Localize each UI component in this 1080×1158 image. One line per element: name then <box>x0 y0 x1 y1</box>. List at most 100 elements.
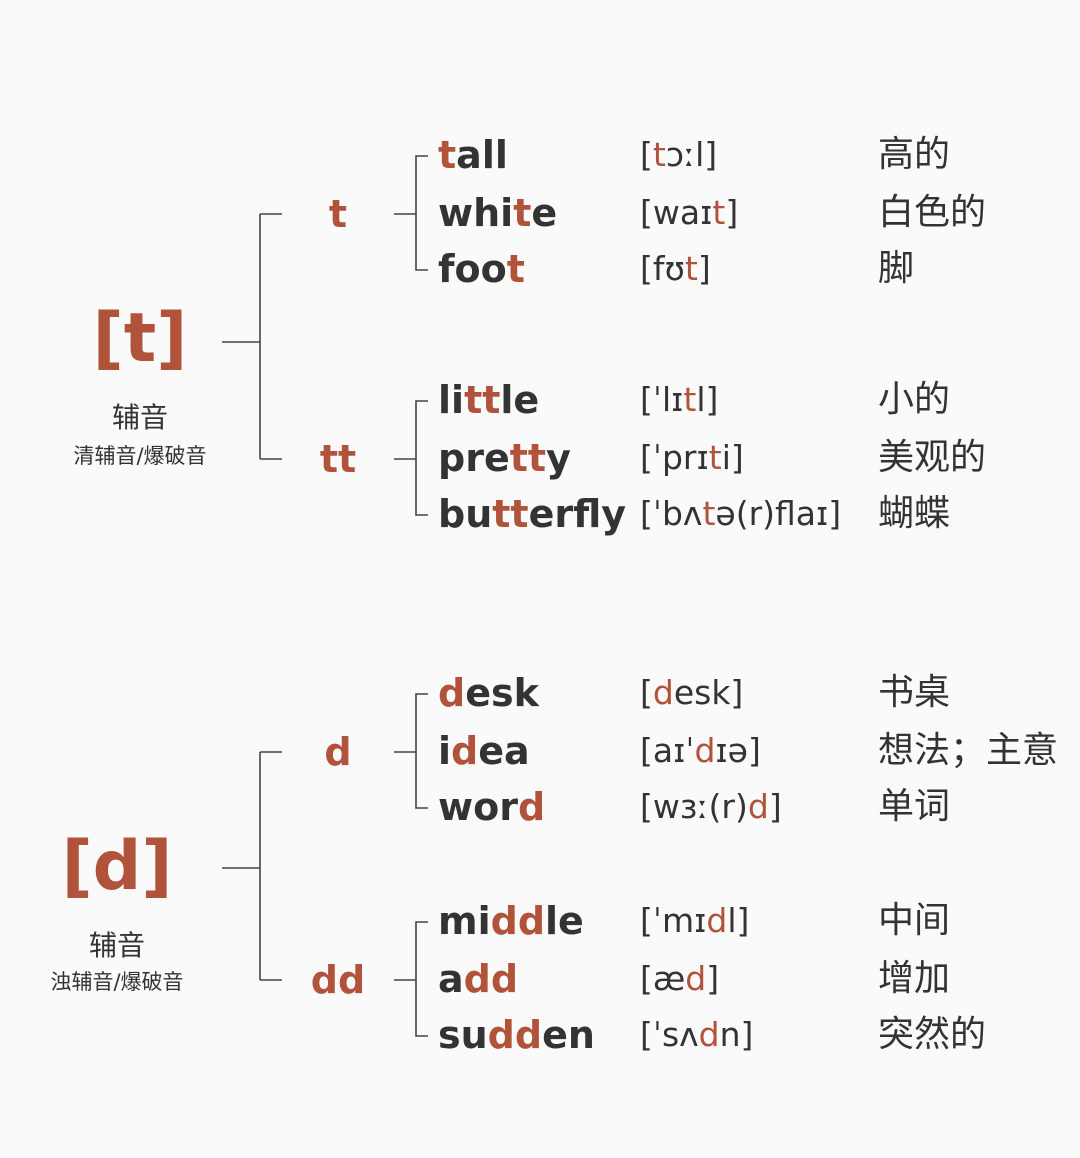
word-bracket-t-1 <box>415 400 428 516</box>
ipa-segment: [ <box>640 135 653 174</box>
word-bracket-t-0 <box>415 155 428 271</box>
example-word-segment: mi <box>438 899 491 943</box>
ipa-segment: d <box>694 731 716 770</box>
ipa-segment: ɪə] <box>715 731 761 770</box>
example-word: little <box>438 381 539 419</box>
example-word-segment: whi <box>438 191 514 235</box>
ipa-transcription: [aɪˈdɪə] <box>640 734 761 767</box>
ipa-segment: d <box>652 673 674 712</box>
example-word-segment: dd <box>463 957 519 1001</box>
ipa-segment: esk] <box>673 673 744 712</box>
word-bracket-d-1 <box>415 921 428 1037</box>
phoneme-t-subtype: 清辅音/爆破音 <box>73 444 207 468</box>
ipa-segment: [ˈsʌ <box>640 1015 699 1054</box>
ipa-segment: ] <box>725 193 739 232</box>
example-word-segment: tt <box>464 378 501 422</box>
example-word-segment: bu <box>438 492 493 536</box>
ipa-segment: ɔːl] <box>665 135 718 174</box>
example-word: desk <box>438 674 539 712</box>
spelling-label: t <box>328 192 348 236</box>
phoneme-d-label: [d] <box>61 827 173 906</box>
word-meaning: 突然的 <box>878 1014 987 1055</box>
word-bracket-d-0 <box>415 693 428 809</box>
ipa-segment: d <box>698 1015 720 1054</box>
example-word-segment: pre <box>438 436 510 480</box>
phoneme-t-type: 辅音 <box>111 401 168 434</box>
ipa-segment: l] <box>696 380 719 419</box>
ipa-segment: l] <box>727 901 750 940</box>
example-word: pretty <box>438 439 571 477</box>
example-word: word <box>438 788 545 826</box>
ipa-segment: n] <box>719 1015 754 1054</box>
example-word-segment: i <box>438 729 452 773</box>
ipa-segment: ə(r)flaɪ] <box>715 494 842 533</box>
word-meaning: 书桌 <box>878 672 951 713</box>
ipa-segment: ] <box>697 249 711 288</box>
ipa-segment: d <box>706 901 728 940</box>
ipa-segment: [aɪˈ <box>640 731 695 770</box>
example-word: tall <box>438 136 508 174</box>
ipa-segment: [ <box>640 673 653 712</box>
example-word-segment: t <box>506 247 525 291</box>
example-word-segment: le <box>545 899 584 943</box>
ipa-segment: i] <box>721 438 744 477</box>
ipa-transcription: [ˈsʌdn] <box>640 1018 753 1051</box>
ipa-segment: ] <box>768 787 782 826</box>
word-meaning: 中间 <box>878 900 951 941</box>
example-word: sudden <box>438 1016 595 1054</box>
word-meaning: 蝴蝶 <box>878 493 951 534</box>
word-meaning: 单词 <box>878 786 951 827</box>
example-word-segment: y <box>546 436 571 480</box>
ipa-segment: [ˈbʌ <box>640 494 703 533</box>
example-word-segment: e <box>531 191 558 235</box>
example-word: middle <box>438 902 584 940</box>
ipa-segment: d <box>747 787 769 826</box>
ipa-segment: [æ <box>640 959 686 998</box>
phoneme-t-label: [t] <box>92 299 188 378</box>
ipa-segment: t <box>684 249 698 288</box>
example-word: white <box>438 194 557 232</box>
word-meaning: 小的 <box>878 379 951 420</box>
example-word: idea <box>438 732 530 770</box>
ipa-segment: [ˈmɪ <box>640 901 707 940</box>
word-meaning: 增加 <box>878 958 951 999</box>
word-meaning: 高的 <box>878 134 951 175</box>
example-word-segment: erfly <box>528 492 627 536</box>
example-word-segment: foo <box>438 247 507 291</box>
example-word-segment: t <box>438 133 457 177</box>
example-word-segment: d <box>451 729 479 773</box>
ipa-segment: [ˈprɪ <box>640 438 709 477</box>
example-word-segment: ea <box>478 729 530 773</box>
ipa-segment: [waɪ <box>640 193 713 232</box>
spelling-label: dd <box>310 958 366 1002</box>
ipa-segment: [fʊ <box>640 249 685 288</box>
example-word: foot <box>438 250 525 288</box>
ipa-transcription: [waɪt] <box>640 196 738 229</box>
example-word-segment: dd <box>490 899 546 943</box>
example-word-segment: d <box>517 785 546 829</box>
example-word-segment: t <box>513 191 532 235</box>
spelling-label: d <box>324 730 352 774</box>
example-word-segment: en <box>542 1013 595 1057</box>
example-word-segment: wor <box>438 785 518 829</box>
example-word-segment: tt <box>509 436 547 480</box>
phoneme-d-subtype: 浊辅音/爆破音 <box>50 970 184 994</box>
ipa-transcription: [tɔːl] <box>640 138 717 171</box>
ipa-transcription: [ˈprɪti] <box>640 441 744 474</box>
ipa-transcription: [desk] <box>640 676 743 709</box>
ipa-segment: d <box>685 959 707 998</box>
ipa-segment: [wɜː(r) <box>640 787 748 826</box>
word-meaning: 美观的 <box>878 437 987 478</box>
example-word-segment: li <box>438 378 465 422</box>
ipa-segment: [ˈlɪ <box>640 380 684 419</box>
ipa-segment: t <box>702 494 716 533</box>
phoneme-d-type: 辅音 <box>88 929 145 962</box>
example-word-segment: le <box>500 378 540 422</box>
ipa-segment: t <box>708 438 722 477</box>
spelling-label: tt <box>319 437 357 481</box>
ipa-transcription: [ˈmɪdl] <box>640 904 749 937</box>
ipa-transcription: [ˈlɪtl] <box>640 383 718 416</box>
ipa-segment: ] <box>706 959 720 998</box>
